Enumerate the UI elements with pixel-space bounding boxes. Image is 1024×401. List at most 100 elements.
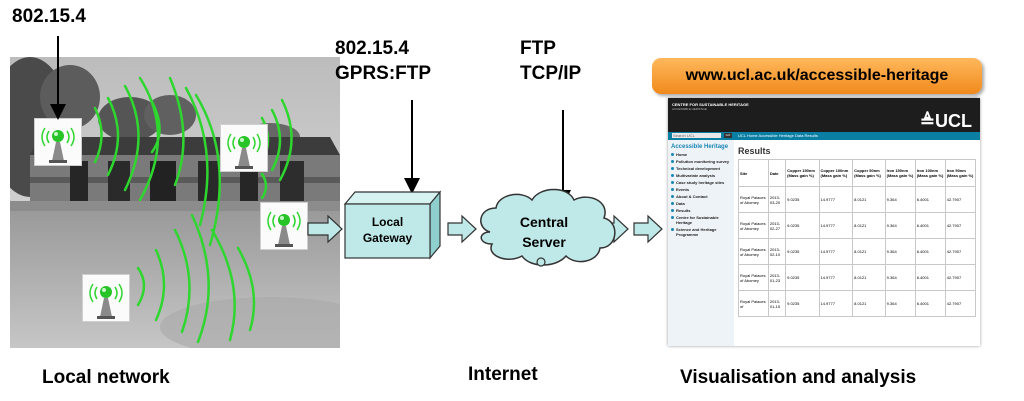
site-header-title: CENTRE FOR SUSTAINABLE HERITAGE (672, 102, 749, 107)
table-cell: 14.9777 (818, 290, 854, 317)
column-header: Iron 150nm (Mass gain %) (884, 159, 916, 187)
table-cell: 42.7907 (944, 290, 977, 317)
sensor-node (82, 274, 130, 322)
site-nav-links: UCL Home Accessible Heritage Data Result… (738, 133, 818, 138)
table-cell: 42.7907 (944, 264, 977, 291)
table-cell: 6.4001 (914, 238, 946, 265)
gateway-label-line-2: Gateway (362, 231, 413, 245)
sidebar-item: Multivariate analysis (668, 173, 734, 180)
table-cell: 8.0121 (852, 186, 886, 213)
table-cell: 8.0121 (852, 264, 886, 291)
table-cell: Royal Palaces of Abomey (738, 238, 769, 265)
website-url: www.ucl.ac.uk/accessible-heritage (652, 58, 982, 94)
table-cell: 2013-02-27 (767, 212, 787, 239)
server-label-line-2: Server (522, 234, 566, 250)
results-table: Site Date Copper 150nm (Mass gain %) Cop… (738, 159, 977, 317)
site-sidebar: Accessible Heritage Home Pollution monit… (668, 140, 734, 346)
site-nav: Search UCL GO UCL Home Accessible Herita… (668, 132, 980, 140)
table-cell: 9.364 (884, 186, 916, 213)
sidebar-item: Technical development (668, 166, 734, 173)
table-cell: 42.7907 (944, 212, 977, 239)
sidebar-title: Accessible Heritage (671, 144, 729, 150)
results-title: Results (738, 146, 771, 156)
table-cell: 42.7907 (944, 238, 977, 265)
table-cell: 14.9777 (818, 212, 854, 239)
table-cell: 9.0235 (785, 264, 820, 291)
server-protocol-label: FTP TCP/IP (520, 36, 581, 86)
table-cell: 9.0235 (785, 186, 820, 213)
radio-waves (93, 76, 293, 344)
sensor-node (34, 118, 82, 166)
table-cell: 2013-01-15 (767, 290, 787, 317)
antenna-icon (41, 127, 75, 163)
table-cell: 9.0235 (785, 290, 820, 317)
table-cell: 9.0235 (785, 238, 820, 265)
gateway-label-line-1: Local (371, 215, 404, 229)
column-header: Copper 50nm (Mass gain %) (852, 159, 886, 187)
ucl-logo: ≜UCL (919, 111, 972, 131)
sidebar-item: Case study heritage sites (668, 180, 734, 187)
table-cell: Royal Palaces of Abomey (738, 264, 769, 291)
table-cell: 42.7907 (944, 186, 977, 213)
table-cell: Royal Palaces of Abomey (738, 186, 769, 213)
cloud-shape (480, 188, 616, 266)
table-cell: 6.4001 (914, 186, 946, 213)
sidebar-item: Events (668, 187, 734, 194)
gateway-box (343, 190, 442, 260)
sidebar-item: Results (668, 208, 734, 215)
caption-visualisation: Visualisation and analysis (680, 367, 917, 388)
table-cell: 9.364 (884, 264, 916, 291)
sensor-node (260, 202, 308, 250)
table-row: Royal Palaces of 2013-01-15 9.0235 14.97… (738, 290, 977, 317)
table-row: Royal Palaces of Abomey 2013-02-10 9.023… (738, 238, 977, 265)
server-protocol-line-1: FTP (520, 38, 556, 59)
table-row: Royal Palaces of Abomey 2013-02-27 9.023… (738, 212, 977, 239)
column-header: Date (767, 159, 787, 187)
sidebar-item: Data (668, 201, 734, 208)
server-label: Central Server (496, 212, 592, 252)
table-cell: 2013-02-10 (767, 238, 787, 265)
table-cell: 14.9777 (818, 238, 854, 265)
table-cell: 9.364 (884, 290, 916, 317)
flow-arrow-1 (307, 214, 343, 244)
sidebar-item: Science and Heritage Programme (668, 227, 734, 239)
column-header: Copper 150nm (Mass gain %) (785, 159, 820, 187)
cloud-tail (536, 257, 546, 267)
table-cell: Royal Palaces of (738, 290, 769, 317)
site-header: CENTRE FOR SUSTAINABLE HERITAGE ACCESSIB… (668, 98, 980, 132)
gateway-protocol-line-2: GPRS:FTP (335, 63, 432, 84)
flow-arrow-4 (633, 214, 663, 244)
antenna-icon (267, 211, 301, 247)
flow-arrow-2 (447, 214, 477, 244)
antenna-icon (227, 133, 261, 169)
server-label-line-1: Central (519, 214, 569, 230)
table-cell: 14.9777 (818, 186, 854, 213)
column-header: Iron 100nm (Mass gain %) (914, 159, 946, 187)
sensor-protocol-label: 802.15.4 (12, 6, 86, 27)
server-protocol-line-2: TCP/IP (520, 63, 582, 84)
column-header: Copper 100nm (Mass gain %) (818, 159, 854, 187)
table-row: Royal Palaces of Abomey 2013-03-20 9.023… (738, 186, 977, 213)
table-cell: 6.4001 (914, 212, 946, 239)
sidebar-item: Centre for Sustainable Heritage (668, 215, 734, 227)
caption-internet: Internet (468, 364, 538, 385)
website-screenshot: CENTRE FOR SUSTAINABLE HERITAGE ACCESSIB… (668, 98, 980, 346)
table-cell: 9.364 (884, 212, 916, 239)
sensor-node (220, 124, 268, 172)
table-cell: 8.0121 (852, 212, 886, 239)
table-cell: 2013-01-23 (767, 264, 787, 291)
table-row: Royal Palaces of Abomey 2013-01-23 9.023… (738, 264, 977, 291)
caption-local-network: Local network (42, 367, 170, 388)
gateway-label: Local Gateway (345, 214, 430, 246)
table-cell: 6.4001 (914, 264, 946, 291)
gateway-protocol-label: 802.15.4 GPRS:FTP (335, 36, 431, 86)
table-cell: 8.0121 (852, 290, 886, 317)
antenna-icon (89, 283, 123, 319)
site-main: Results Site Date Copper 150nm (Mass gai… (738, 146, 977, 317)
table-header-row: Site Date Copper 150nm (Mass gain %) Cop… (738, 159, 977, 187)
sidebar-item: About & Contact (668, 194, 734, 201)
sidebar-item: Pollution monitoring survey (668, 159, 734, 166)
table-cell: 6.4001 (914, 290, 946, 317)
column-header: Site (738, 159, 769, 187)
